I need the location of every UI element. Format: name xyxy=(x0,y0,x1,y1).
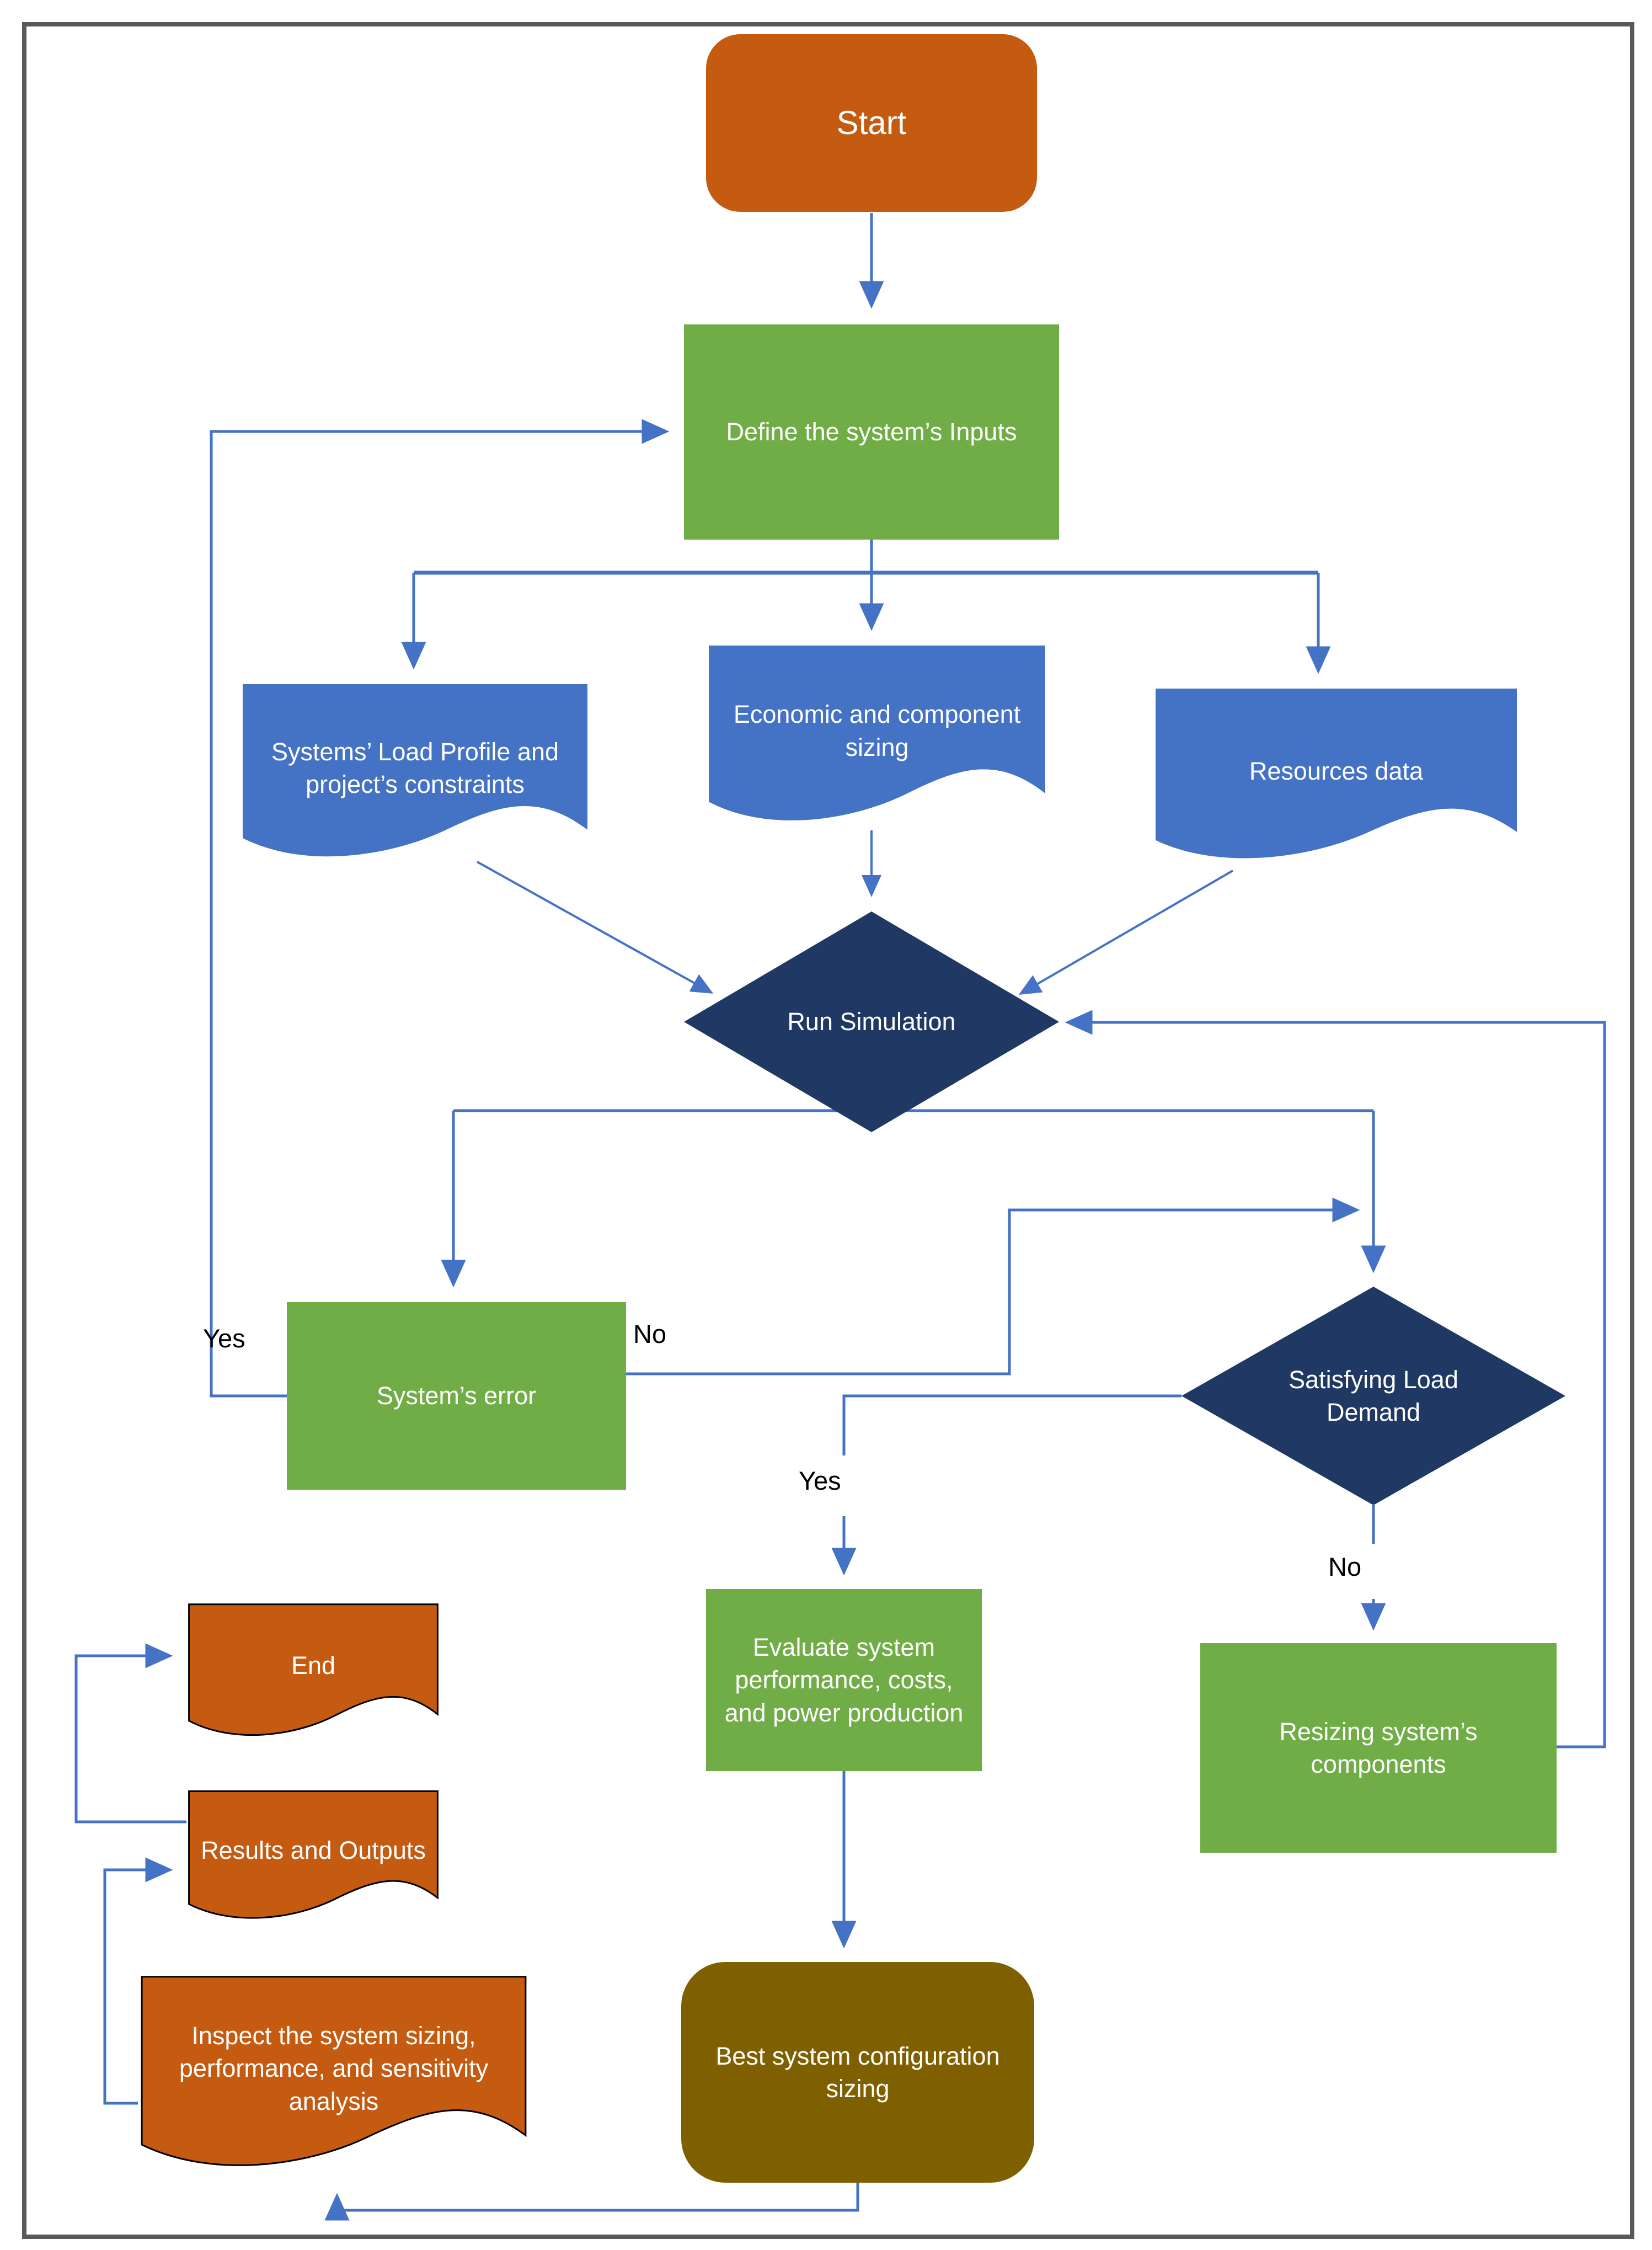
node-economic-sizing-label: Economic and component sizing xyxy=(733,700,1021,761)
edge-label-system-error-no: No xyxy=(633,1319,667,1348)
node-resizing-components-label: Resizing system’s components xyxy=(1279,1717,1478,1778)
node-inspect-system-label: Inspect the system sizing, performance, … xyxy=(179,2021,489,2115)
node-run-simulation: Run Simulation xyxy=(684,911,1059,1132)
node-results-outputs-label: Results and Outputs xyxy=(201,1836,426,1865)
document-shape-icon xyxy=(243,684,587,857)
node-inspect-system: Inspect the system sizing, performance, … xyxy=(138,1973,530,2178)
node-economic-sizing: Economic and component sizing xyxy=(709,646,1045,830)
node-load-profile-label: Systems’ Load Profile and project’s cons… xyxy=(271,737,559,798)
connector-satisfying-yes-evaluate-a xyxy=(842,1394,1181,1455)
connector-resizing-runsim-loop xyxy=(1065,1010,1606,1748)
node-start: Start xyxy=(706,34,1037,212)
node-resources-data: Resources data xyxy=(1156,689,1517,868)
node-end: End xyxy=(186,1602,440,1744)
node-best-configuration-label: Best system configuration sizing xyxy=(715,2041,1000,2103)
node-system-error-label: System’s error xyxy=(376,1382,537,1410)
node-satisfying-load-demand: Satisfying Load Demand xyxy=(1181,1287,1565,1505)
document-shape-icon xyxy=(709,646,1045,820)
edge-label-satisfying-yes: Yes xyxy=(799,1466,841,1495)
node-load-profile: Systems’ Load Profile and project’s cons… xyxy=(243,684,587,866)
node-system-error: System’s error xyxy=(287,1302,626,1490)
connector-systemerror-no-satisfying xyxy=(626,1197,1360,1375)
connector-results-end xyxy=(74,1643,186,1824)
connector-systemerror-yes-loop xyxy=(210,419,670,1398)
node-define-inputs-label: Define the system’s Inputs xyxy=(726,418,1017,446)
node-evaluate-system: Evaluate system performance, costs, and … xyxy=(706,1589,982,1771)
node-satisfying-load-demand-label: Satisfying Load Demand xyxy=(1289,1365,1458,1426)
node-evaluate-system-label: Evaluate system performance, costs, and … xyxy=(724,1633,964,1727)
node-best-configuration: Best system configuration sizing xyxy=(681,1962,1034,2183)
node-run-simulation-label: Run Simulation xyxy=(787,1007,956,1036)
connector-inspect-results xyxy=(103,1857,173,2105)
document-shape-icon xyxy=(138,1973,530,2178)
connector-resources-runsim xyxy=(1018,870,1234,995)
node-define-inputs: Define the system’s Inputs xyxy=(684,324,1059,540)
node-results-outputs: Results and Outputs xyxy=(186,1789,440,1927)
edge-label-satisfying-no: No xyxy=(1328,1552,1362,1581)
page-border xyxy=(22,22,1634,2239)
node-resources-data-label: Resources data xyxy=(1249,756,1424,785)
document-shape-icon xyxy=(186,1602,440,1744)
edge-label-system-error-yes: Yes xyxy=(203,1324,245,1353)
connector-best-inspect xyxy=(324,2183,859,2221)
node-resizing-components: Resizing system’s components xyxy=(1200,1643,1557,1853)
node-end-label: End xyxy=(291,1651,336,1680)
document-shape-icon xyxy=(186,1789,440,1927)
node-start-label: Start xyxy=(836,104,907,142)
document-shape-icon xyxy=(1156,689,1517,859)
connector-loadprofile-runsim xyxy=(477,861,714,994)
